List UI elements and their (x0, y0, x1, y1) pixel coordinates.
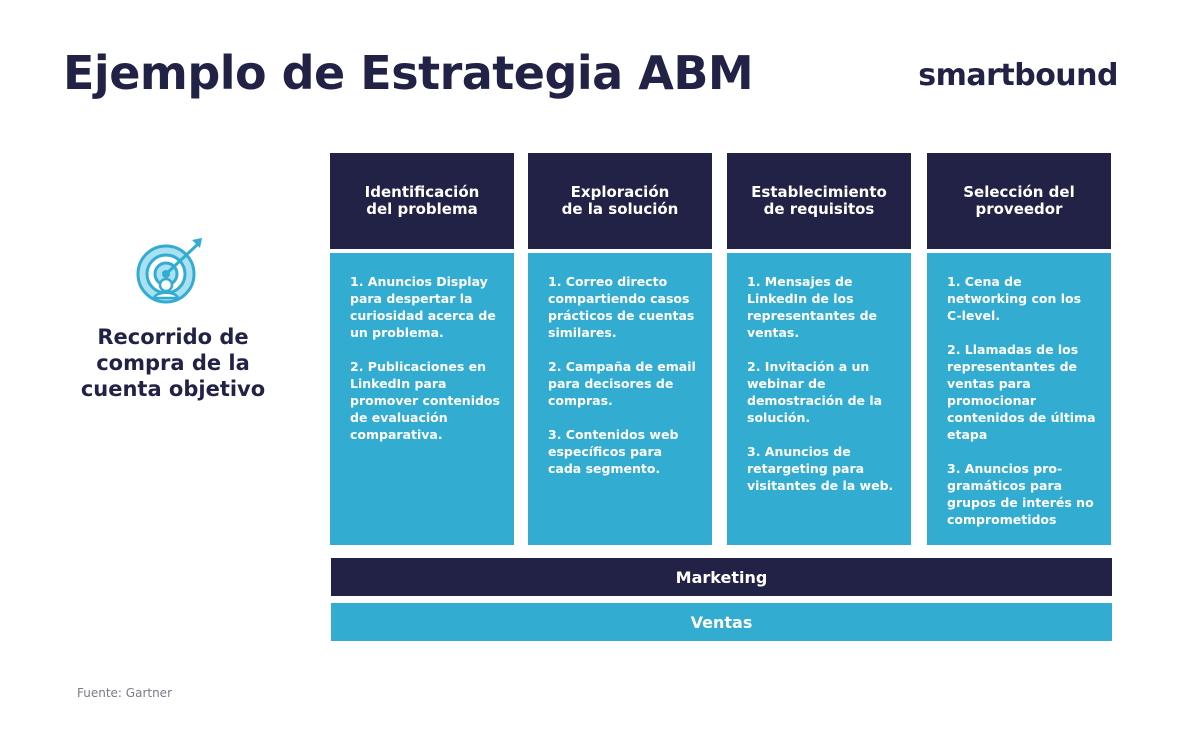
stage-item: 1. Anuncios Display para despertar la cu… (350, 274, 496, 340)
stage-title-line: del problema (366, 200, 478, 218)
stage-column-1: Identificación del problema 1. Anuncios … (330, 153, 514, 545)
stage-body-3: 1. Mensajes de LinkedIn de los represent… (727, 253, 911, 545)
stage-column-2: Exploración de la solución 1. Correo dir… (528, 153, 712, 545)
journey-label: Recorrido de compra de la cuenta objetiv… (80, 325, 266, 401)
stage-title-line: proveedor (975, 200, 1063, 218)
stage-item: 2. Invitación a un webinar de demostraci… (747, 359, 883, 425)
stage-title-line: Selección del (963, 183, 1075, 201)
stage-item: 1. Mensajes de LinkedIn de los represent… (747, 274, 878, 340)
stage-item: 1. Cena de networking con los C-level. (947, 274, 1082, 323)
stage-body-4: 1. Cena de networking con los C-level. 2… (927, 253, 1111, 545)
page-title: Ejemplo de Estrategia ABM (63, 46, 754, 100)
stage-item: 2. Llamadas de los representantes de ven… (947, 342, 1096, 442)
stage-body-2: 1. Correo directo compartiendo casos prá… (528, 253, 712, 545)
stage-header-2: Exploración de la solución (528, 153, 712, 249)
stage-title-line: de requisitos (763, 200, 875, 218)
stage-column-3: Establecimiento de requisitos 1. Mensaje… (727, 153, 911, 545)
stage-title-line: Establecimiento (751, 183, 887, 201)
stage-item: 3. Anuncios pro-gramáticos para grupos d… (947, 461, 1094, 527)
ventas-bar: Ventas (331, 603, 1112, 641)
stage-header-1: Identificación del problema (330, 153, 514, 249)
stage-header-3: Establecimiento de requisitos (727, 153, 911, 249)
stage-title-line: de la solución (561, 200, 679, 218)
stage-item: 3. Contenidos web específicos para cada … (548, 427, 679, 476)
marketing-bar: Marketing (331, 558, 1112, 596)
stage-title-line: Exploración (570, 183, 670, 201)
stage-item: 2. Publicaciones en LinkedIn para promov… (350, 359, 500, 442)
stage-body-1: 1. Anuncios Display para despertar la cu… (330, 253, 514, 545)
stage-item: 3. Anuncios de retargeting para visitant… (747, 444, 894, 493)
journey-block: Recorrido de compra de la cuenta objetiv… (62, 236, 284, 402)
stage-column-4: Selección del proveedor 1. Cena de netwo… (927, 153, 1111, 545)
target-icon (136, 238, 202, 304)
stage-item: 1. Correo directo compartiendo casos prá… (548, 274, 695, 340)
stage-header-4: Selección del proveedor (927, 153, 1111, 249)
source-note: Fuente: Gartner (77, 686, 172, 700)
stage-item: 2. Campaña de email para decisores de co… (548, 359, 696, 408)
stage-title-line: Identificación (364, 183, 480, 201)
brand-logo-text: smartbound (918, 58, 1118, 93)
